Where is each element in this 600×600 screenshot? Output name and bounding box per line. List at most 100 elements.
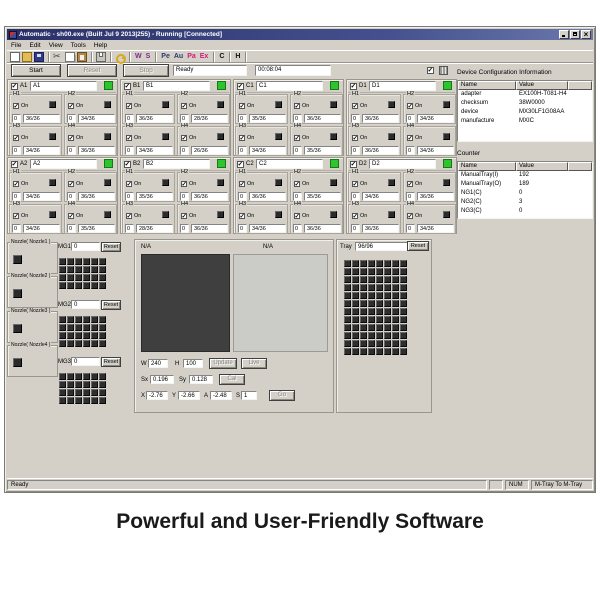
tray-cell[interactable] bbox=[368, 292, 375, 299]
tray-cell[interactable] bbox=[344, 276, 351, 283]
toolbar-button-pe[interactable]: Pe bbox=[161, 53, 170, 60]
socket-cell[interactable] bbox=[99, 389, 106, 396]
tray-cell[interactable] bbox=[360, 324, 367, 331]
socket-cell[interactable] bbox=[67, 389, 74, 396]
tray-cell[interactable] bbox=[344, 284, 351, 291]
head-on-checkbox[interactable] bbox=[13, 102, 19, 110]
socket-cell[interactable] bbox=[91, 324, 98, 331]
tray-cell[interactable] bbox=[344, 340, 351, 347]
toolbar-button-c[interactable]: C bbox=[219, 53, 225, 60]
tray-cell[interactable] bbox=[392, 276, 399, 283]
head-on-checkbox[interactable] bbox=[13, 180, 19, 188]
mg-reset-button[interactable]: Reset bbox=[101, 300, 121, 310]
tray-cell[interactable] bbox=[384, 316, 391, 323]
menu-item-tools[interactable]: Tools bbox=[70, 41, 86, 49]
tray-cell[interactable] bbox=[400, 308, 407, 315]
head-result-field[interactable]: 34/36 bbox=[23, 224, 60, 233]
tray-cell[interactable] bbox=[368, 308, 375, 315]
head-count-field[interactable]: 0 bbox=[12, 192, 21, 201]
tray-cell[interactable] bbox=[360, 300, 367, 307]
socket-cell[interactable] bbox=[59, 282, 66, 289]
head-on-checkbox[interactable] bbox=[181, 212, 187, 220]
tray-cell[interactable] bbox=[400, 348, 407, 355]
tray-cell[interactable] bbox=[376, 348, 383, 355]
maximize-button[interactable] bbox=[570, 30, 580, 39]
head-count-field[interactable]: 0 bbox=[238, 114, 247, 123]
tray-cell[interactable] bbox=[368, 284, 375, 291]
tray-cell[interactable] bbox=[344, 308, 351, 315]
tray-cell[interactable] bbox=[384, 308, 391, 315]
width-field[interactable]: 240 bbox=[148, 359, 168, 368]
head-on-checkbox[interactable] bbox=[352, 212, 358, 220]
head-count-field[interactable]: 0 bbox=[406, 224, 415, 233]
head-result-field[interactable]: 35/36 bbox=[304, 146, 341, 155]
tray-cell[interactable] bbox=[384, 300, 391, 307]
socket-cell[interactable] bbox=[83, 274, 90, 281]
socket-cell[interactable] bbox=[75, 381, 82, 388]
head-count-field[interactable]: 0 bbox=[351, 224, 360, 233]
head-count-field[interactable]: 0 bbox=[406, 146, 415, 155]
head-result-field[interactable]: 34/36 bbox=[249, 146, 286, 155]
head-result-field[interactable]: 34/36 bbox=[417, 114, 454, 123]
tray-cell[interactable] bbox=[344, 292, 351, 299]
socket-cell[interactable] bbox=[75, 282, 82, 289]
socket-cell[interactable] bbox=[59, 332, 66, 339]
tray-cell[interactable] bbox=[344, 332, 351, 339]
socket-cell[interactable] bbox=[59, 373, 66, 380]
tray-cell[interactable] bbox=[360, 292, 367, 299]
grid-icon[interactable] bbox=[439, 66, 448, 75]
socket-cell[interactable] bbox=[91, 389, 98, 396]
tray-cell[interactable] bbox=[376, 324, 383, 331]
head-result-field[interactable]: 34/36 bbox=[136, 146, 173, 155]
tray-cell[interactable] bbox=[344, 316, 351, 323]
key-icon[interactable] bbox=[115, 52, 126, 64]
tray-cell[interactable] bbox=[384, 292, 391, 299]
tray-cell[interactable] bbox=[376, 268, 383, 275]
socket-cell[interactable] bbox=[91, 282, 98, 289]
tray-cell[interactable] bbox=[368, 268, 375, 275]
head-result-field[interactable]: 36/36 bbox=[362, 224, 399, 233]
head-result-field[interactable]: 36/36 bbox=[304, 114, 341, 123]
tray-cell[interactable] bbox=[352, 324, 359, 331]
tray-cell[interactable] bbox=[376, 284, 383, 291]
tray-cell[interactable] bbox=[368, 340, 375, 347]
socket-cell[interactable] bbox=[99, 274, 106, 281]
socket-cell[interactable] bbox=[75, 258, 82, 265]
y-field[interactable]: -2.66 bbox=[178, 391, 200, 400]
scale-y-field[interactable]: 0.128 bbox=[189, 375, 213, 384]
toolbar-button-pa[interactable]: Pa bbox=[187, 53, 196, 60]
socket-cell[interactable] bbox=[83, 381, 90, 388]
tray-cell[interactable] bbox=[352, 284, 359, 291]
save-icon[interactable] bbox=[34, 51, 44, 62]
tray-cell[interactable] bbox=[352, 348, 359, 355]
socket-cell[interactable] bbox=[99, 332, 106, 339]
head-on-checkbox[interactable] bbox=[68, 180, 74, 188]
site-name-field[interactable]: D2 bbox=[369, 159, 436, 169]
tray-cell[interactable] bbox=[344, 300, 351, 307]
head-count-field[interactable]: 0 bbox=[125, 114, 134, 123]
socket-cell[interactable] bbox=[83, 258, 90, 265]
tray-cell[interactable] bbox=[392, 348, 399, 355]
head-count-field[interactable]: 0 bbox=[238, 146, 247, 155]
head-count-field[interactable]: 0 bbox=[180, 224, 189, 233]
tray-cell[interactable] bbox=[368, 332, 375, 339]
tray-cell[interactable] bbox=[392, 316, 399, 323]
head-result-field[interactable]: 26/36 bbox=[191, 146, 228, 155]
head-on-checkbox[interactable] bbox=[352, 180, 358, 188]
head-result-field[interactable]: 36/36 bbox=[191, 192, 228, 201]
head-on-checkbox[interactable] bbox=[294, 134, 300, 142]
socket-cell[interactable] bbox=[83, 389, 90, 396]
head-count-field[interactable]: 0 bbox=[125, 192, 134, 201]
head-result-field[interactable]: 28/36 bbox=[191, 114, 228, 123]
update-button[interactable]: Update bbox=[209, 358, 237, 369]
socket-cell[interactable] bbox=[59, 316, 66, 323]
tray-cell[interactable] bbox=[360, 276, 367, 283]
socket-cell[interactable] bbox=[59, 258, 66, 265]
socket-cell[interactable] bbox=[75, 373, 82, 380]
site-enable-checkbox[interactable] bbox=[237, 160, 244, 168]
height-field[interactable]: 100 bbox=[183, 359, 203, 368]
live-button[interactable]: Live bbox=[241, 358, 267, 369]
socket-cell[interactable] bbox=[99, 340, 106, 347]
tray-cell[interactable] bbox=[368, 316, 375, 323]
tray-count-field[interactable]: 96/96 bbox=[355, 242, 409, 251]
